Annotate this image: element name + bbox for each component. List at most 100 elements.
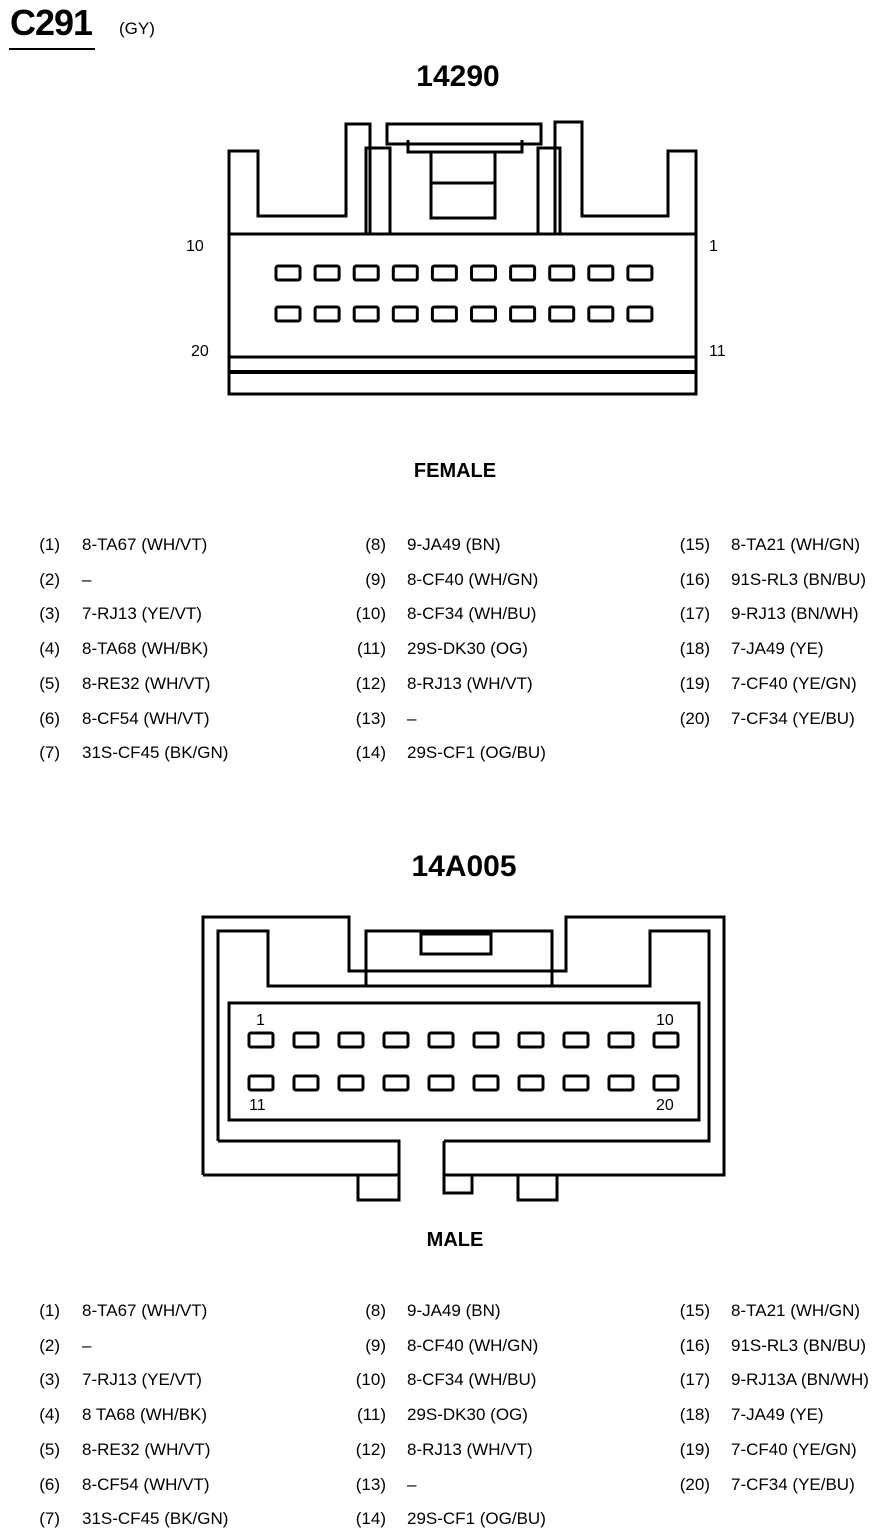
female-label: FEMALE — [413, 460, 497, 482]
pin-cavity — [337, 1031, 365, 1049]
pin-number: (15) — [679, 1301, 710, 1320]
pin-number: (10) — [355, 1370, 386, 1390]
female-connector-drawing — [227, 120, 698, 396]
pin-number: (6) — [39, 1474, 60, 1494]
pin-cavity — [391, 305, 419, 323]
pin-number: (6) — [39, 708, 60, 728]
pin-cavity — [247, 1074, 275, 1092]
male-pin-label-bottom-right: 20 — [656, 1097, 674, 1114]
pin-circuit: 8-CF54 (WH/VT) — [82, 1474, 210, 1494]
pin-circuit: 8 TA68 (WH/BK) — [82, 1405, 208, 1425]
pin-cavity — [626, 305, 654, 323]
pin-circuit: 8-CF54 (WH/VT) — [82, 708, 210, 728]
pin-cavity — [430, 264, 458, 282]
male-pin-label-top-left: 1 — [256, 1012, 265, 1029]
pin-circuit: 7-JA49 (YE) — [731, 639, 824, 659]
pin-number: (14) — [355, 743, 386, 763]
female-pin-label-top-right: 1 — [709, 238, 718, 255]
pin-cavity — [652, 1031, 680, 1049]
female-pin-label-bottom-right: 11 — [709, 343, 726, 360]
pin-cavity — [430, 305, 458, 323]
pin-number: (17) — [679, 604, 710, 624]
pin-number: (17) — [679, 1370, 710, 1390]
pin-cavity — [607, 1074, 635, 1092]
pin-circuit: 8-TA21 (WH/GN) — [731, 535, 861, 554]
pin-circuit: 8-CF40 (WH/GN) — [407, 569, 539, 589]
pin-number: (4) — [39, 1405, 60, 1425]
pin-number: (8) — [365, 1301, 386, 1320]
pin-number: (13) — [355, 1474, 386, 1494]
pin-circuit: – — [407, 708, 417, 728]
pin-number: (9) — [365, 569, 386, 589]
pin-circuit: 31S-CF45 (BK/GN) — [82, 1509, 229, 1529]
pin-circuit: 9-RJ13 (BN/WH) — [731, 604, 859, 624]
pin-number: (9) — [365, 1335, 386, 1355]
pin-number: (12) — [355, 673, 386, 693]
female-part-number: 14290 — [416, 60, 500, 93]
pin-circuit: 7-CF34 (YE/BU) — [731, 708, 855, 728]
pin-cavity — [562, 1074, 590, 1092]
pin-cavity — [607, 1031, 635, 1049]
pin-number: (10) — [355, 604, 386, 624]
pin-cavity — [472, 1031, 500, 1049]
male-part-number: 14A005 — [411, 850, 517, 883]
pin-number: (15) — [679, 535, 710, 554]
male-pin-label-bottom-left: 11 — [249, 1097, 266, 1114]
pin-cavity — [509, 264, 537, 282]
pin-circuit: 7-RJ13 (YE/VT) — [82, 1370, 202, 1390]
male-label: MALE — [426, 1229, 484, 1251]
pin-circuit: 8-RE32 (WH/VT) — [82, 1439, 211, 1459]
pin-number: (2) — [39, 569, 60, 589]
pin-circuit: 29S-CF1 (OG/BU) — [407, 743, 546, 763]
pin-circuit: 8-TA68 (WH/BK) — [82, 639, 209, 659]
pin-number: (18) — [679, 639, 710, 659]
pin-cavity — [313, 264, 341, 282]
pin-number: (7) — [39, 743, 60, 763]
pin-number: (3) — [39, 604, 60, 624]
pin-cavity — [626, 264, 654, 282]
pin-cavity — [427, 1074, 455, 1092]
pin-circuit: 9-JA49 (BN) — [407, 535, 501, 554]
pin-number: (12) — [355, 1439, 386, 1459]
pin-number: (1) — [39, 1301, 60, 1320]
pin-number: (14) — [355, 1509, 386, 1529]
pin-cavity — [247, 1031, 275, 1049]
connector-color-code: (GY) — [119, 19, 155, 38]
pin-cavity — [517, 1031, 545, 1049]
pin-circuit: 91S-RL3 (BN/BU) — [731, 569, 867, 589]
pin-cavity — [292, 1031, 320, 1049]
pin-circuit: 8-TA67 (WH/VT) — [82, 535, 208, 554]
pin-circuit: – — [82, 1335, 92, 1355]
pin-number: (11) — [357, 1405, 386, 1425]
pin-circuit: 31S-CF45 (BK/GN) — [82, 743, 229, 763]
pin-number: (5) — [39, 673, 60, 693]
pin-cavity — [548, 264, 576, 282]
pin-circuit: 91S-RL3 (BN/BU) — [731, 1335, 867, 1355]
pin-cavity — [337, 1074, 365, 1092]
pin-circuit: 7-RJ13 (YE/VT) — [82, 604, 202, 624]
pin-cavity — [292, 1074, 320, 1092]
pin-circuit: – — [407, 1474, 417, 1494]
pin-cavity — [470, 305, 497, 323]
pin-circuit: 7-CF40 (YE/GN) — [731, 1439, 857, 1459]
pin-number: (18) — [679, 1405, 710, 1425]
pin-circuit: 8-RE32 (WH/VT) — [82, 673, 211, 693]
pin-cavity — [391, 264, 419, 282]
pin-cavity — [274, 264, 302, 282]
pin-cavity — [352, 305, 380, 323]
pin-cavity — [548, 305, 576, 323]
pin-number: (2) — [39, 1335, 60, 1355]
pin-number: (19) — [679, 673, 710, 693]
pin-circuit: 29S-DK30 (OG) — [407, 1405, 528, 1425]
pin-number: (1) — [39, 535, 60, 554]
pin-circuit: 7-CF34 (YE/BU) — [731, 1474, 855, 1494]
pin-number: (11) — [357, 639, 386, 659]
pin-circuit: 8-CF34 (WH/BU) — [407, 604, 537, 624]
pin-number: (13) — [355, 708, 386, 728]
pin-cavity — [652, 1074, 680, 1092]
pin-number: (20) — [679, 708, 710, 728]
pin-number: (19) — [679, 1439, 710, 1459]
pin-circuit: 9-RJ13A (BN/WH) — [731, 1370, 869, 1390]
pin-number: (16) — [679, 569, 710, 589]
female-pin-label-top-left: 10 — [186, 238, 204, 255]
